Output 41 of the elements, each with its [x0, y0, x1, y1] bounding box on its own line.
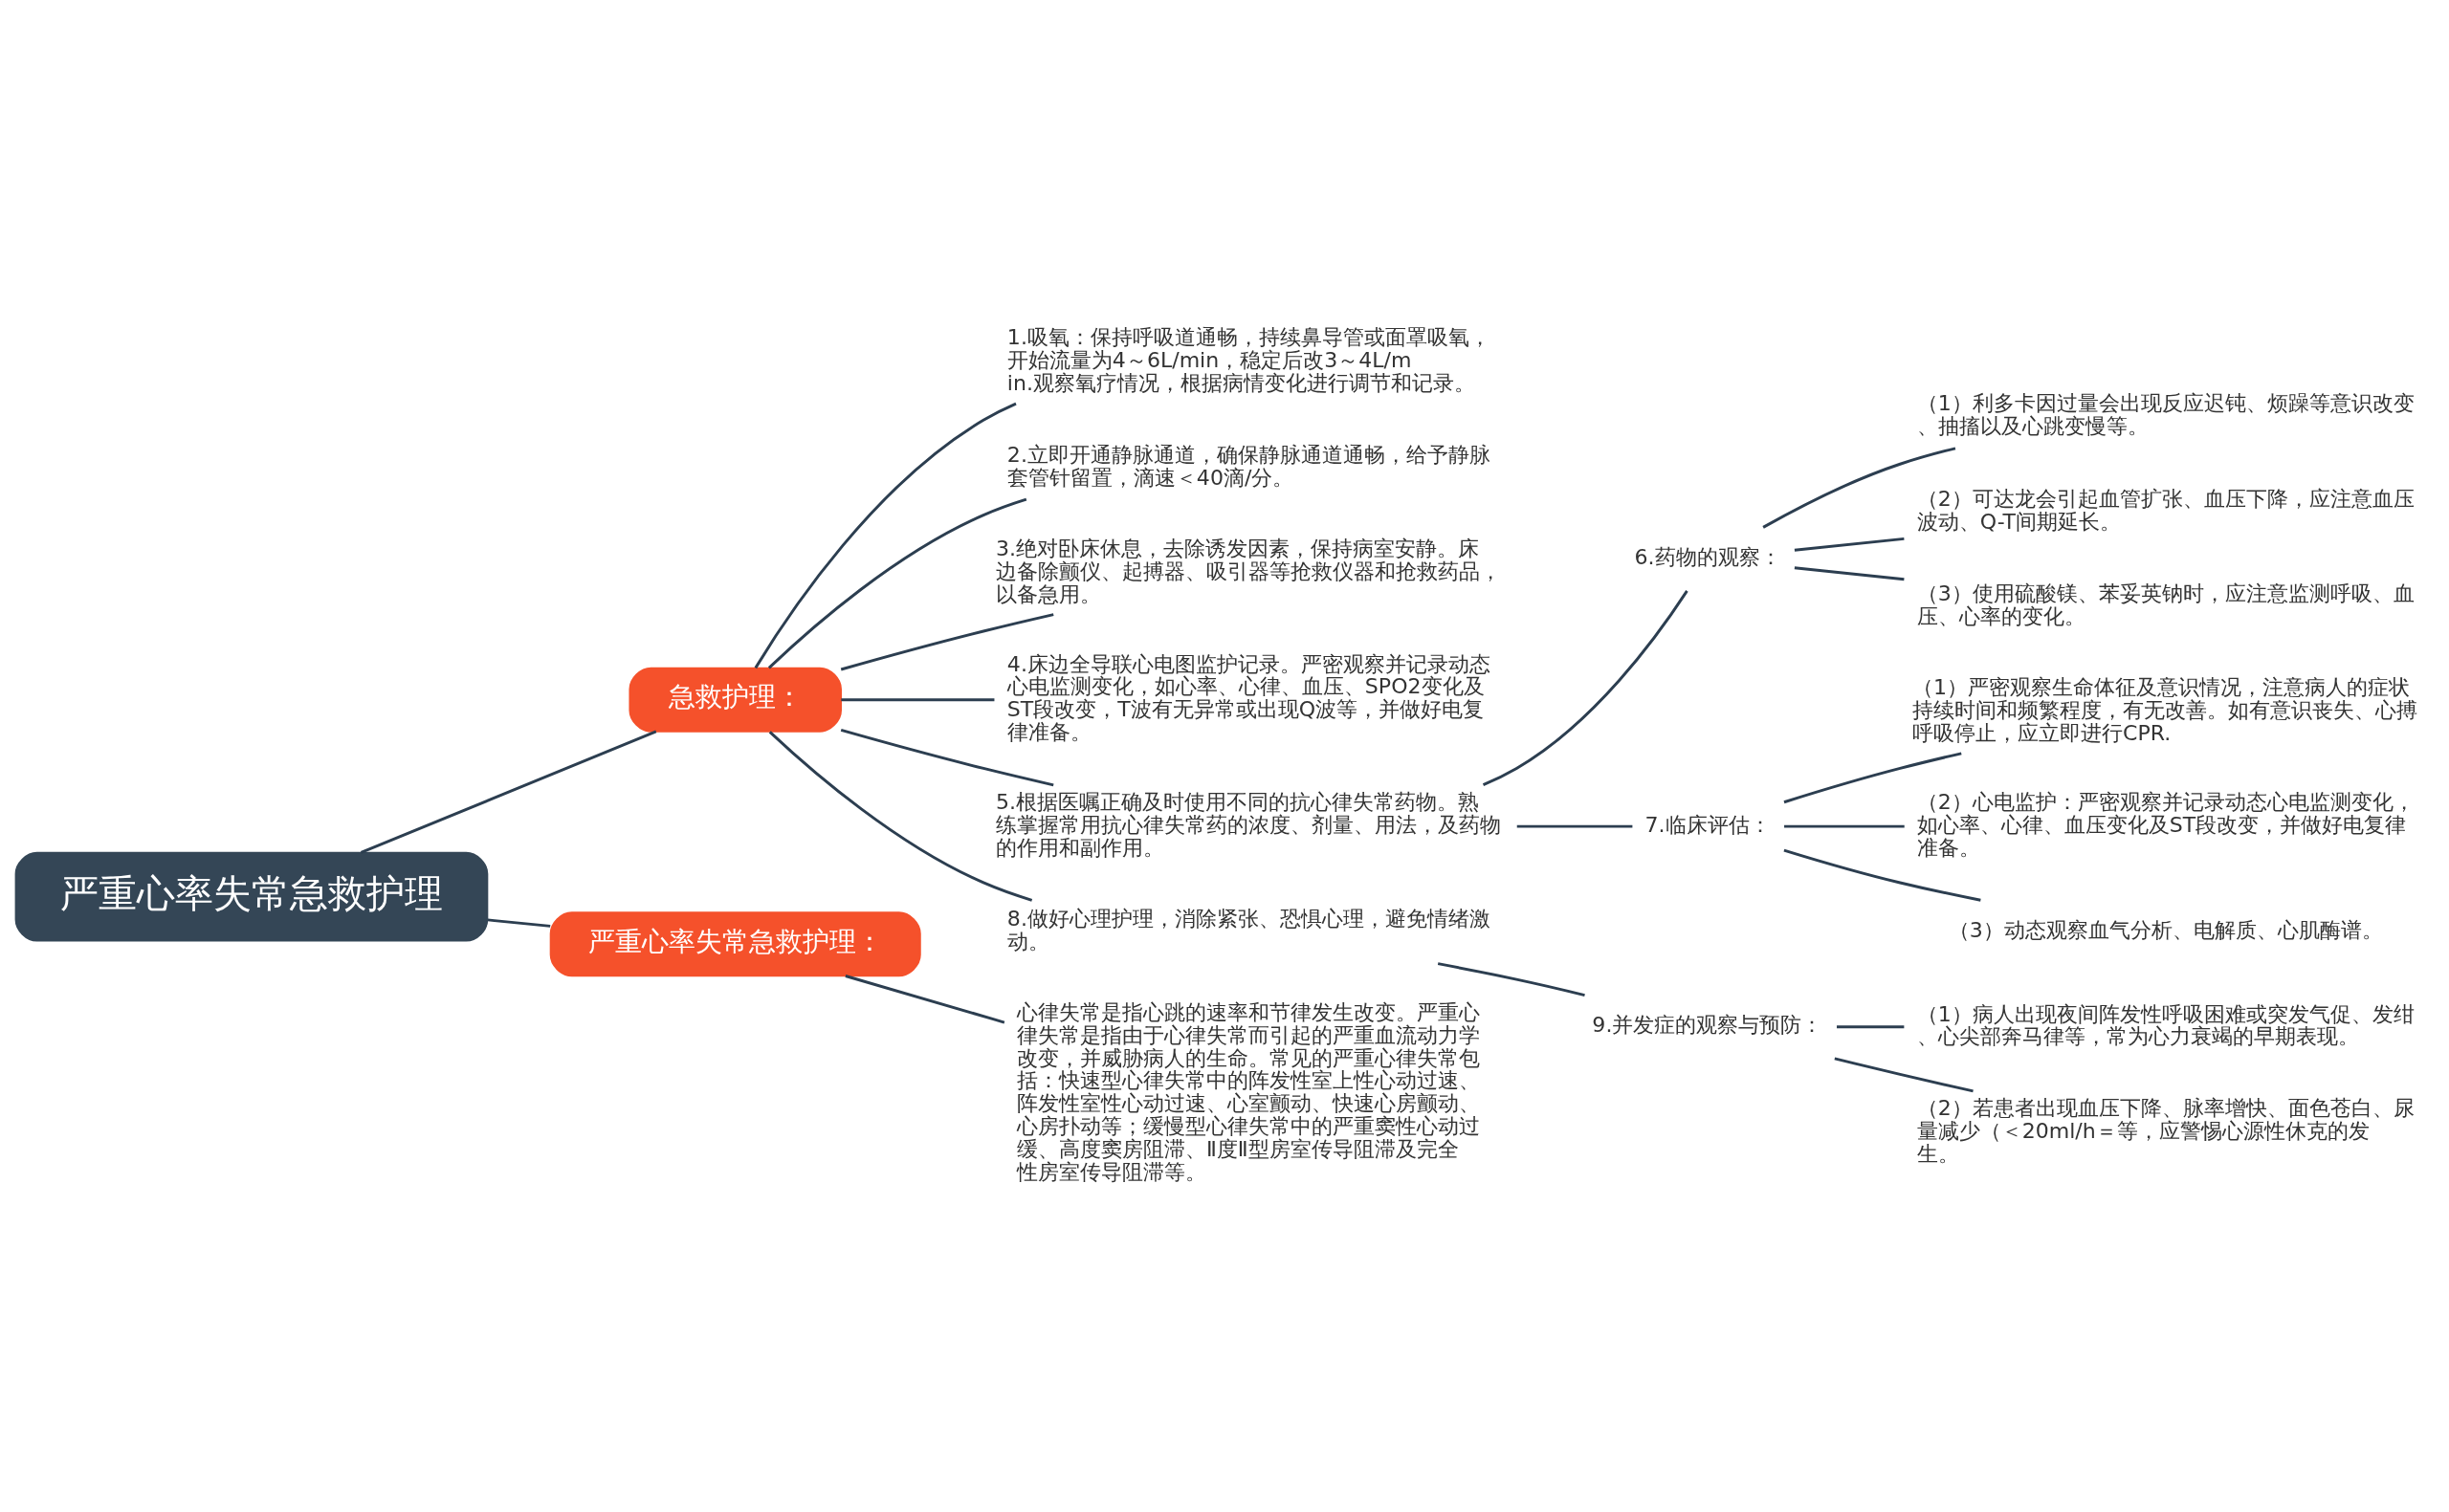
node-box: 严重心率失常急救护理 [14, 851, 489, 942]
connector [1783, 848, 1981, 902]
node-text: （3）使用硫酸镁、苯妥英钠时，应注意监测呼吸、血压、心率的变化。 [1916, 581, 2415, 628]
connector [840, 728, 1054, 786]
connector [1783, 751, 1962, 803]
connector [1482, 589, 1688, 786]
node-text: 9.并发症的观察与预防： [1592, 1012, 1823, 1037]
node-box: 严重心率失常急救护理： [549, 910, 921, 976]
node-text: 心律失常是指心跳的速率和节律发生改变。严重心律失常是指由于心律失常而引起的严重血流动力学改变，并威胁病人的生命。常见的严重心律失常包括：快速型心律失常中的阵发性室上性心动过速、阵发性室性心动过速、心室颤动、快速心房颤动、心房扑动等；缓慢型心律失常中的严重窦性心动过缓、高度窦房阻滞、Ⅱ度Ⅱ型房室传导阻滞及完全性房室传导阻滞等。 [1016, 999, 1480, 1184]
connector [1794, 537, 1905, 552]
node-text: 8.做好心理护理，消除紧张、恐惧心理，避免情绪激动。 [1006, 906, 1490, 953]
node-text: （1）严密观察生命体征及意识情况，注意病人的症状持续时间和频繁程度，有无改善。如有意识丧失、心搏呼吸停止，应立即进行CPR. [1912, 674, 2418, 745]
connector [360, 730, 657, 854]
node-text: 2.立即开通静脉通道，确保静脉通道通畅，给予静脉套管针留置，滴速＜40滴/分。 [1006, 442, 1490, 490]
node-text: 6.药物的观察： [1634, 544, 1781, 569]
node-text: （1）利多卡因过量会出现反应迟钝、烦躁等意识改变、抽搐以及心跳变慢等。 [1916, 390, 2415, 438]
connector [1834, 1056, 1974, 1092]
connector [768, 730, 1033, 902]
connector [754, 402, 1017, 668]
node-text: 7.临床评估： [1644, 812, 1771, 837]
connector [1516, 824, 1633, 828]
node-text: （2）若患者出现血压下降、脉率增快、面色苍白、尿量减少（＜20ml/h＝等，应警惕心源性休克的发生。 [1916, 1095, 2415, 1166]
connector [1837, 1024, 1905, 1028]
connector [1437, 961, 1585, 997]
connector [845, 974, 1005, 1023]
node-text: （1）病人出现夜间阵发性呼吸困难或突发气促、发绀、心尖部奔马律等，常为心力衰竭的早期表现。 [1916, 1001, 2415, 1048]
node-text: （2）可达龙会引起血管扩张、血压下降，应注意血压波动、Q-T间期延长。 [1916, 486, 2415, 534]
node-box: 急救护理： [629, 667, 842, 733]
node-text: 4.床边全导联心电图监护记录。严密观察并记录动态心电监测变化，如心率、心律、血压、SPO2变化及ST段改变，T波有无异常或出现Q波等，并做好电复律准备。 [1006, 651, 1490, 744]
node-text: 5.根据医嘱正确及时使用不同的抗心律失常药物。熟练掌握常用抗心律失常药的浓度、剂量、用法，及药物的作用和副作用。 [995, 789, 1501, 860]
connector [1794, 565, 1905, 581]
connector [487, 917, 551, 928]
node-text: （3）动态观察血气分析、电解质、心肌酶谱。 [1948, 917, 2383, 942]
connector [841, 697, 995, 701]
connector [1784, 824, 1905, 828]
connector [1762, 446, 1956, 529]
connector [840, 612, 1054, 670]
node-text: 1.吸氧：保持呼吸道通畅，持续鼻导管或面罩吸氧，开始流量为4～6L/min，稳定后改3～4L/min.观察氧疗情况，根据病情变化进行调节和记录。 [1006, 324, 1490, 395]
node-text: （2）心电监护：严密观察并记录动态心电监测变化，如心率、心律、血压变化及ST段改变，并做好电复律准备。 [1916, 789, 2415, 860]
connector [767, 497, 1027, 668]
node-text: 3.绝对卧床休息，去除诱发因素，保持病室安静。床边备除颤仪、起搏器、吸引器等抢救仪器和抢救药品，以备急用。 [995, 536, 1501, 606]
